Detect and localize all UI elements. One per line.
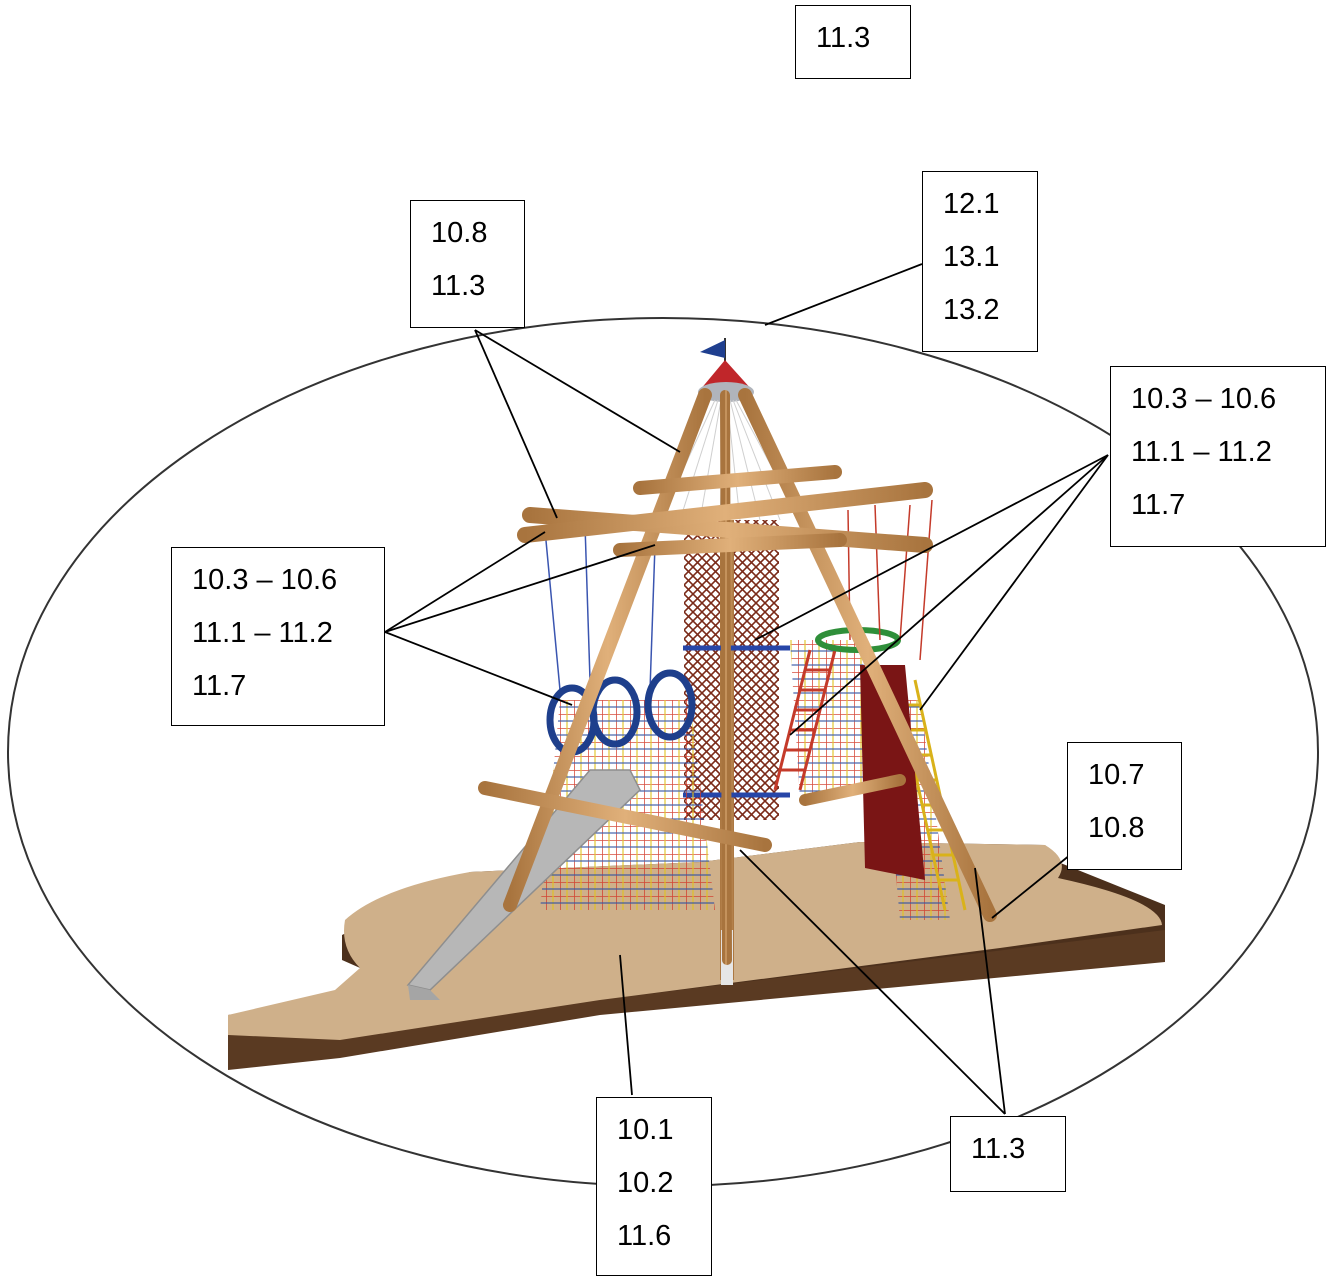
label-line: 11.1 – 11.2 (192, 617, 333, 649)
left-climbing-net (540, 700, 715, 910)
leader-lines (384, 263, 1109, 1115)
label-line: 10.7 (1088, 759, 1145, 791)
flag-icon (700, 338, 726, 365)
label-line: 10.1 (617, 1114, 674, 1146)
label-line: 10.2 (617, 1167, 674, 1199)
label-lower-right: 10.7 10.8 (1067, 742, 1182, 870)
swing-ropes (544, 499, 933, 691)
label-line: 10.8 (431, 217, 488, 249)
label-right: 10.3 – 10.6 11.1 – 11.2 11.7 (1110, 366, 1326, 547)
red-ladder (773, 649, 837, 791)
label-line: 10.3 – 10.6 (192, 564, 338, 596)
label-line: 10.8 (1088, 812, 1145, 844)
climbing-wall (860, 665, 925, 880)
label-line: 13.1 (943, 241, 1000, 273)
label-line: 11.6 (617, 1220, 672, 1252)
label-line: 11.3 (971, 1133, 1026, 1165)
label-upper-left: 10.8 11.3 (410, 200, 525, 328)
label-line: 11.7 (1131, 489, 1186, 521)
label-line: 13.2 (943, 294, 1000, 326)
label-line: 10.3 – 10.6 (1131, 383, 1277, 415)
label-line: 11.3 (431, 270, 486, 302)
label-bottom-right: 11.3 (950, 1116, 1066, 1192)
roof-cone (700, 360, 752, 390)
label-bottom: 10.1 10.2 11.6 (596, 1097, 712, 1276)
label-line: 11.1 – 11.2 (1131, 436, 1272, 468)
right-climbing-net (790, 640, 880, 800)
label-line: 11.7 (192, 670, 247, 702)
label-line: 11.3 (816, 22, 871, 54)
label-line: 12.1 (943, 188, 1000, 220)
timber-frame (478, 388, 997, 965)
label-left: 10.3 – 10.6 11.1 – 11.2 11.7 (171, 547, 385, 726)
label-top: 11.3 (795, 5, 911, 79)
label-upper-right: 12.1 13.1 13.2 (922, 171, 1038, 352)
